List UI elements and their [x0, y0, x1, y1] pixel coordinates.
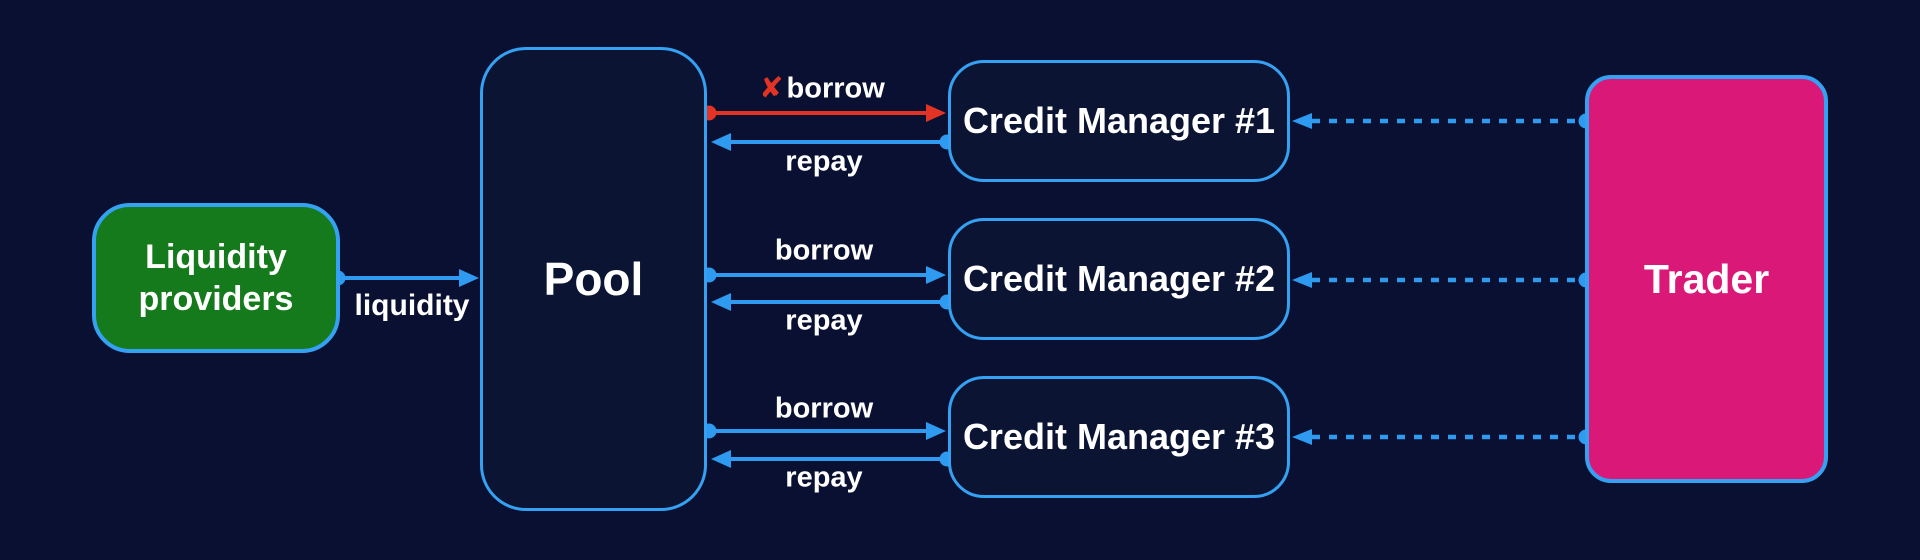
borrow-edge-2-label: borrow [774, 234, 874, 267]
trader-link-edge-3 [1292, 429, 1594, 445]
repay-edge-3-arrowhead-icon [711, 450, 731, 468]
credit-manager-1-label: Credit Manager #1 [962, 100, 1276, 141]
liquidity-edge [330, 269, 479, 287]
liquidity-edge-arrowhead-icon [459, 269, 479, 287]
borrow-edge-1-label-text: borrow [786, 72, 885, 105]
borrow-edge-2 [701, 266, 946, 284]
borrow-edge-3 [701, 422, 946, 440]
repay-edge-2-arrowhead-icon [711, 293, 731, 311]
credit-manager-2-label: Credit Manager #2 [962, 258, 1276, 299]
trader-link-2-arrowhead-icon [1292, 272, 1312, 288]
node-credit-manager-3: Credit Manager #3 [948, 376, 1290, 498]
borrow-edge-1-label: ✘borrow [759, 72, 885, 105]
node-trader: Trader [1585, 75, 1828, 483]
trader-label: Trader [1643, 255, 1770, 302]
liquidity-providers-label: Liquidity providers [138, 237, 294, 319]
borrow-edge-3-arrowhead-icon [926, 422, 946, 440]
trader-link-1-arrowhead-icon [1292, 113, 1312, 129]
credit-manager-3-label: Credit Manager #3 [962, 416, 1276, 457]
node-liquidity-providers: Liquidity providers [92, 203, 340, 353]
borrow-edge-3-label: borrow [774, 392, 874, 425]
borrow-edge-2-arrowhead-icon [926, 266, 946, 284]
node-credit-manager-1: Credit Manager #1 [948, 60, 1290, 182]
trader-link-edge-2 [1292, 272, 1594, 288]
repay-edge-1-label: repay [785, 145, 863, 178]
pool-label: Pool [543, 253, 644, 305]
borrow-edge-1-blocked [701, 104, 946, 122]
trader-link-3-arrowhead-icon [1292, 429, 1312, 445]
trader-link-edge-1 [1292, 113, 1594, 129]
node-pool: Pool [480, 47, 707, 511]
repay-edge-2-label: repay [785, 304, 863, 337]
blocked-x-icon: ✘ [759, 72, 784, 105]
repay-edge-1-arrowhead-icon [711, 133, 731, 151]
repay-edge-3-label: repay [785, 461, 863, 494]
node-credit-manager-2: Credit Manager #2 [948, 218, 1290, 340]
borrow-edge-1-arrowhead-icon [926, 104, 946, 122]
liquidity-edge-label: liquidity [354, 289, 470, 322]
